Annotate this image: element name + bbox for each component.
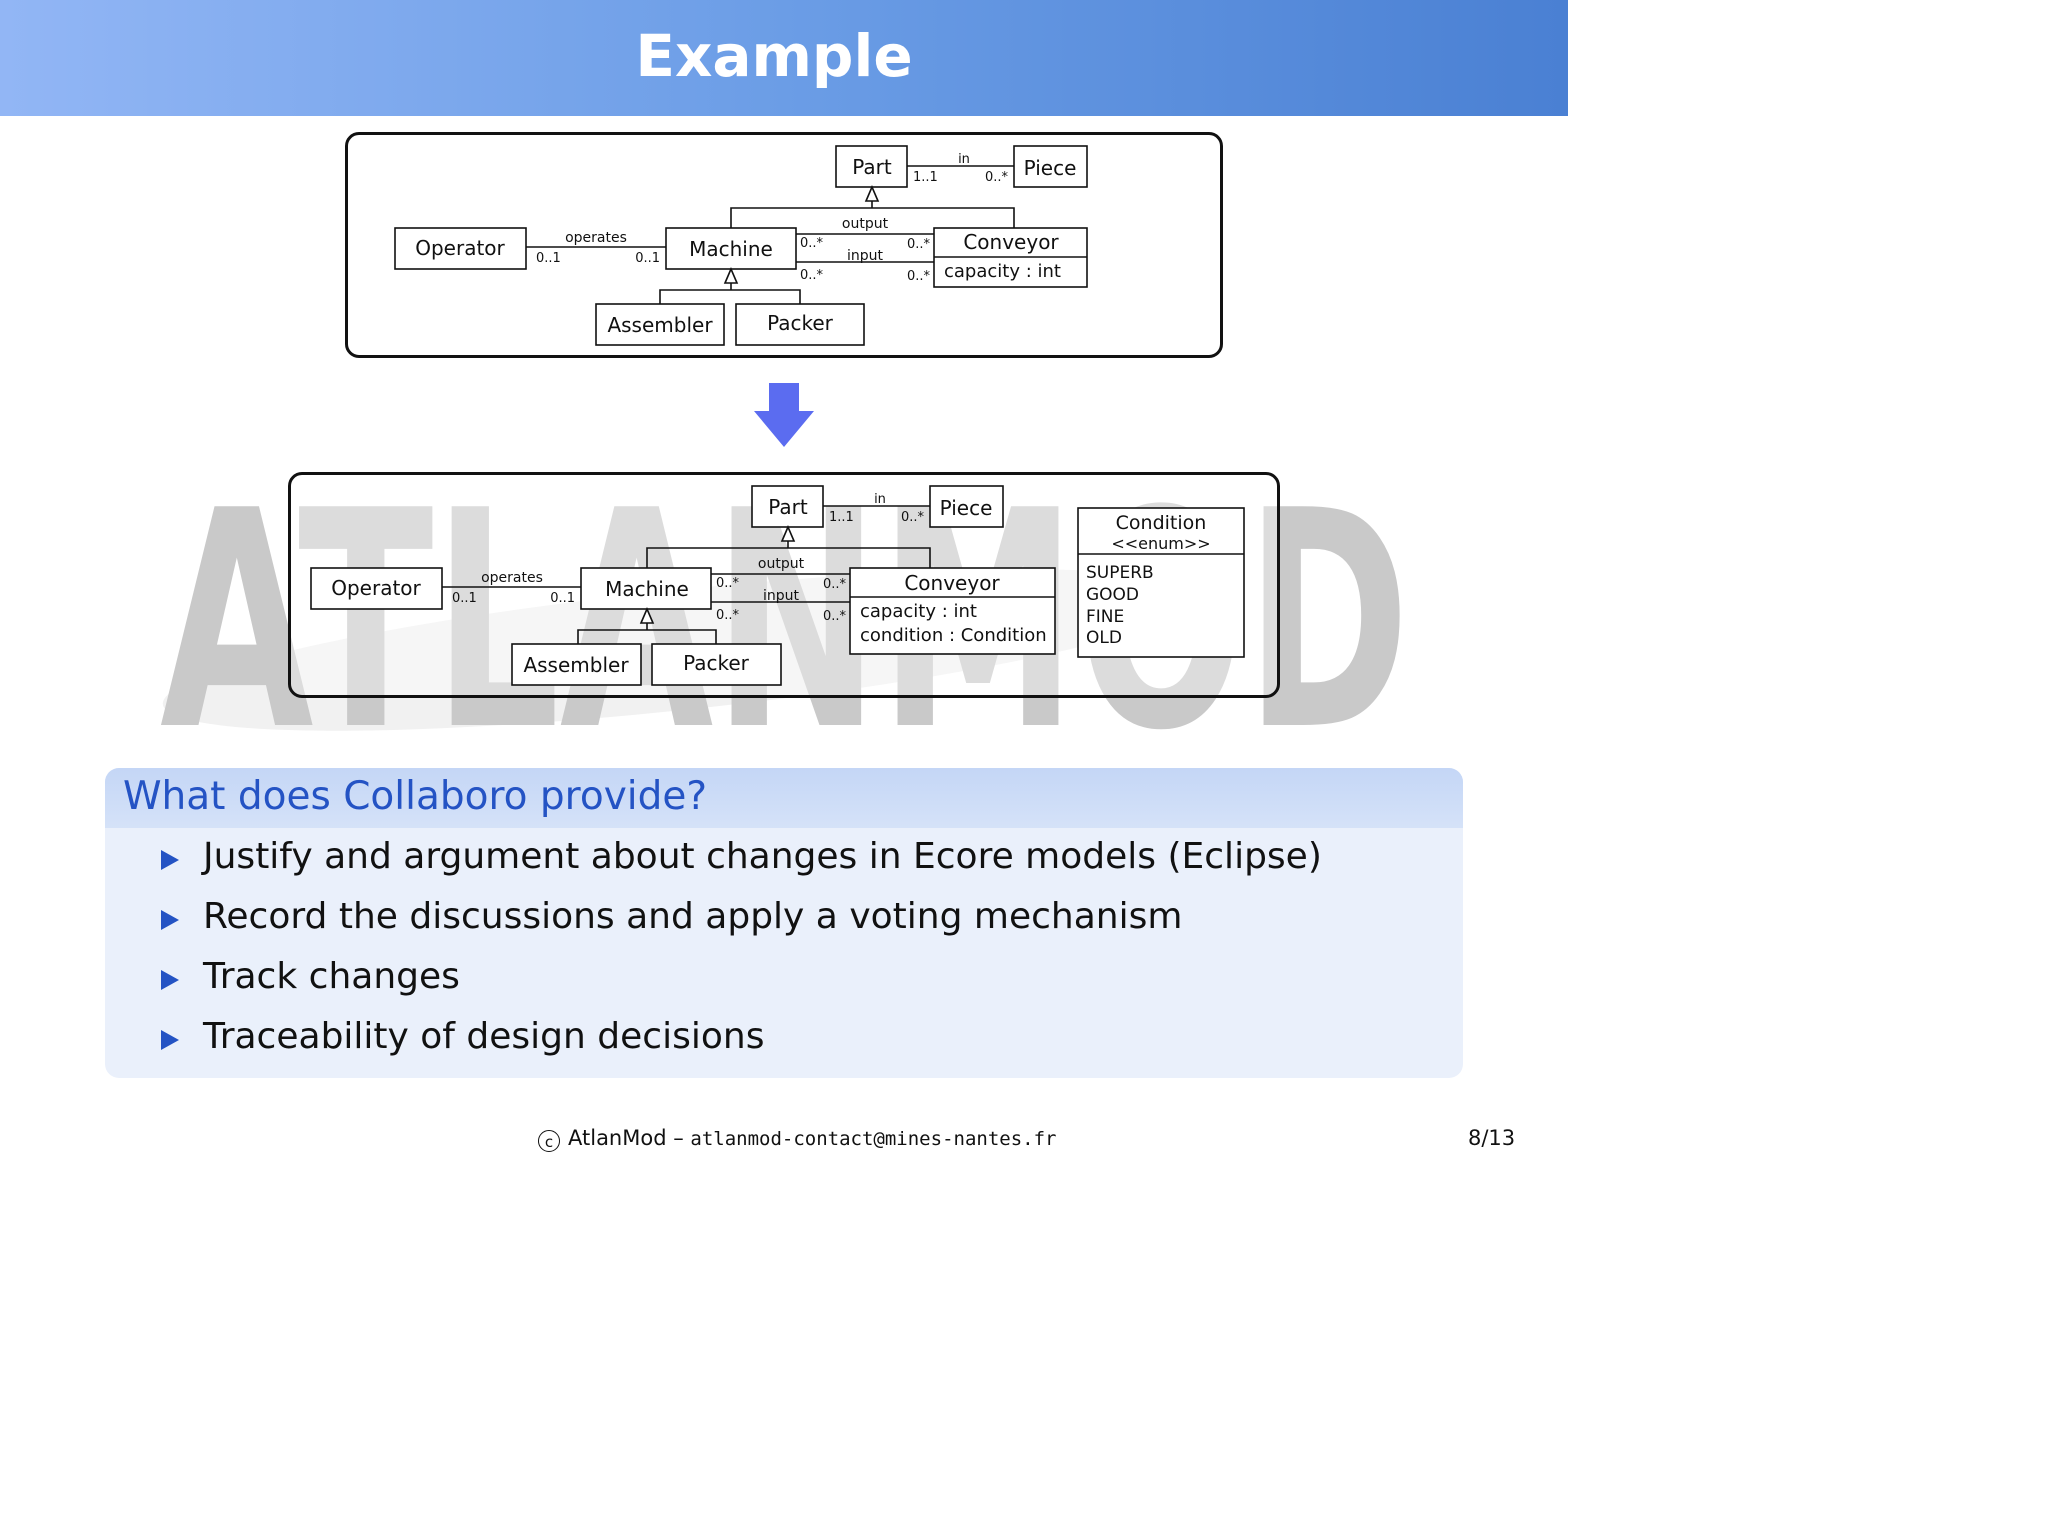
- class-part: Part: [768, 495, 808, 519]
- label-input: input: [847, 248, 884, 264]
- list-item: Track changes: [105, 956, 1463, 1016]
- class-operator: Operator: [331, 576, 421, 600]
- list-item-text: Record the discussions and apply a votin…: [203, 896, 1183, 937]
- mult-operator: 0..1: [452, 591, 477, 606]
- metamodel-diagram-evolved: Operator Machine Part Piece Conveyor cap…: [288, 472, 1280, 698]
- slide-footer: c AtlanMod – atlanmod-contact@mines-nante…: [0, 1126, 1568, 1156]
- mult-machine: 0..1: [550, 591, 575, 606]
- mult-piece: 0..*: [901, 510, 925, 525]
- class-machine: Machine: [605, 577, 689, 601]
- copyright-icon: c: [538, 1130, 560, 1152]
- class-packer: Packer: [683, 651, 750, 675]
- mult-conveyor-output: 0..*: [823, 577, 847, 592]
- class-assembler: Assembler: [523, 653, 629, 677]
- label-output: output: [842, 216, 889, 232]
- mult-part: 1..1: [913, 170, 938, 185]
- class-piece: Piece: [1024, 156, 1077, 180]
- footer-org: AtlanMod –: [568, 1126, 684, 1150]
- list-item: Record the discussions and apply a votin…: [105, 896, 1463, 956]
- attr-condition: condition : Condition: [860, 625, 1047, 646]
- class-part: Part: [852, 155, 892, 179]
- class-packer: Packer: [767, 311, 834, 335]
- label-operates: operates: [565, 230, 627, 246]
- list-item: Justify and argument about changes in Ec…: [105, 836, 1463, 896]
- attr-capacity: capacity : int: [944, 261, 1061, 282]
- attr-capacity: capacity : int: [860, 601, 977, 622]
- label-input: input: [763, 588, 800, 604]
- enum-literal: OLD: [1086, 628, 1122, 648]
- enum-stereotype: <<enum>>: [1111, 534, 1210, 553]
- triangle-bullet-icon: [161, 970, 179, 990]
- collaboro-block: What does Collaboro provide? Justify and…: [105, 768, 1463, 1078]
- label-operates: operates: [481, 570, 543, 586]
- list-item: Traceability of design decisions: [105, 1016, 1463, 1076]
- mult-conveyor-output: 0..*: [907, 237, 931, 252]
- list-item-text: Justify and argument about changes in Ec…: [203, 836, 1322, 877]
- label-in: in: [874, 492, 886, 507]
- mult-piece: 0..*: [985, 170, 1009, 185]
- triangle-bullet-icon: [161, 910, 179, 930]
- metamodel-diagram-original: Operator Machine Part Piece Conveyor cap…: [345, 132, 1223, 358]
- label-output: output: [758, 556, 805, 572]
- mult-machine-output: 0..*: [800, 236, 824, 251]
- class-machine: Machine: [689, 237, 773, 261]
- mult-operator: 0..1: [536, 251, 561, 266]
- class-piece: Piece: [940, 496, 993, 520]
- bullet-list: Justify and argument about changes in Ec…: [105, 836, 1463, 1076]
- arrow-down-icon: [754, 383, 814, 447]
- footer-email: atlanmod-contact@mines-nantes.fr: [690, 1128, 1057, 1150]
- page-number: 8/13: [1468, 1126, 1516, 1150]
- list-item-text: Track changes: [203, 956, 460, 997]
- enum-literal: SUPERB: [1086, 563, 1154, 583]
- class-assembler: Assembler: [607, 313, 713, 337]
- enum-literal: FINE: [1086, 607, 1124, 627]
- slide-title: Example: [635, 22, 913, 90]
- class-conveyor: Conveyor: [904, 571, 1000, 595]
- mult-machine-input: 0..*: [716, 608, 740, 623]
- class-conveyor: Conveyor: [963, 230, 1059, 254]
- triangle-bullet-icon: [161, 850, 179, 870]
- class-operator: Operator: [415, 236, 505, 260]
- list-item-text: Traceability of design decisions: [203, 1016, 765, 1057]
- mult-machine: 0..1: [635, 251, 660, 266]
- enum-name: Condition: [1116, 512, 1207, 534]
- block-title: What does Collaboro provide?: [123, 774, 708, 819]
- mult-machine-output: 0..*: [716, 576, 740, 591]
- triangle-bullet-icon: [161, 1030, 179, 1050]
- mult-conveyor-input: 0..*: [907, 269, 931, 284]
- slide-header: Example: [0, 0, 1568, 116]
- footer-credit: c AtlanMod – atlanmod-contact@mines-nante…: [538, 1126, 1056, 1152]
- block-header: What does Collaboro provide?: [105, 768, 1463, 828]
- enum-literal: GOOD: [1086, 585, 1139, 605]
- label-in: in: [958, 152, 970, 167]
- mult-machine-input: 0..*: [800, 268, 824, 283]
- mult-part: 1..1: [829, 510, 854, 525]
- mult-conveyor-input: 0..*: [823, 609, 847, 624]
